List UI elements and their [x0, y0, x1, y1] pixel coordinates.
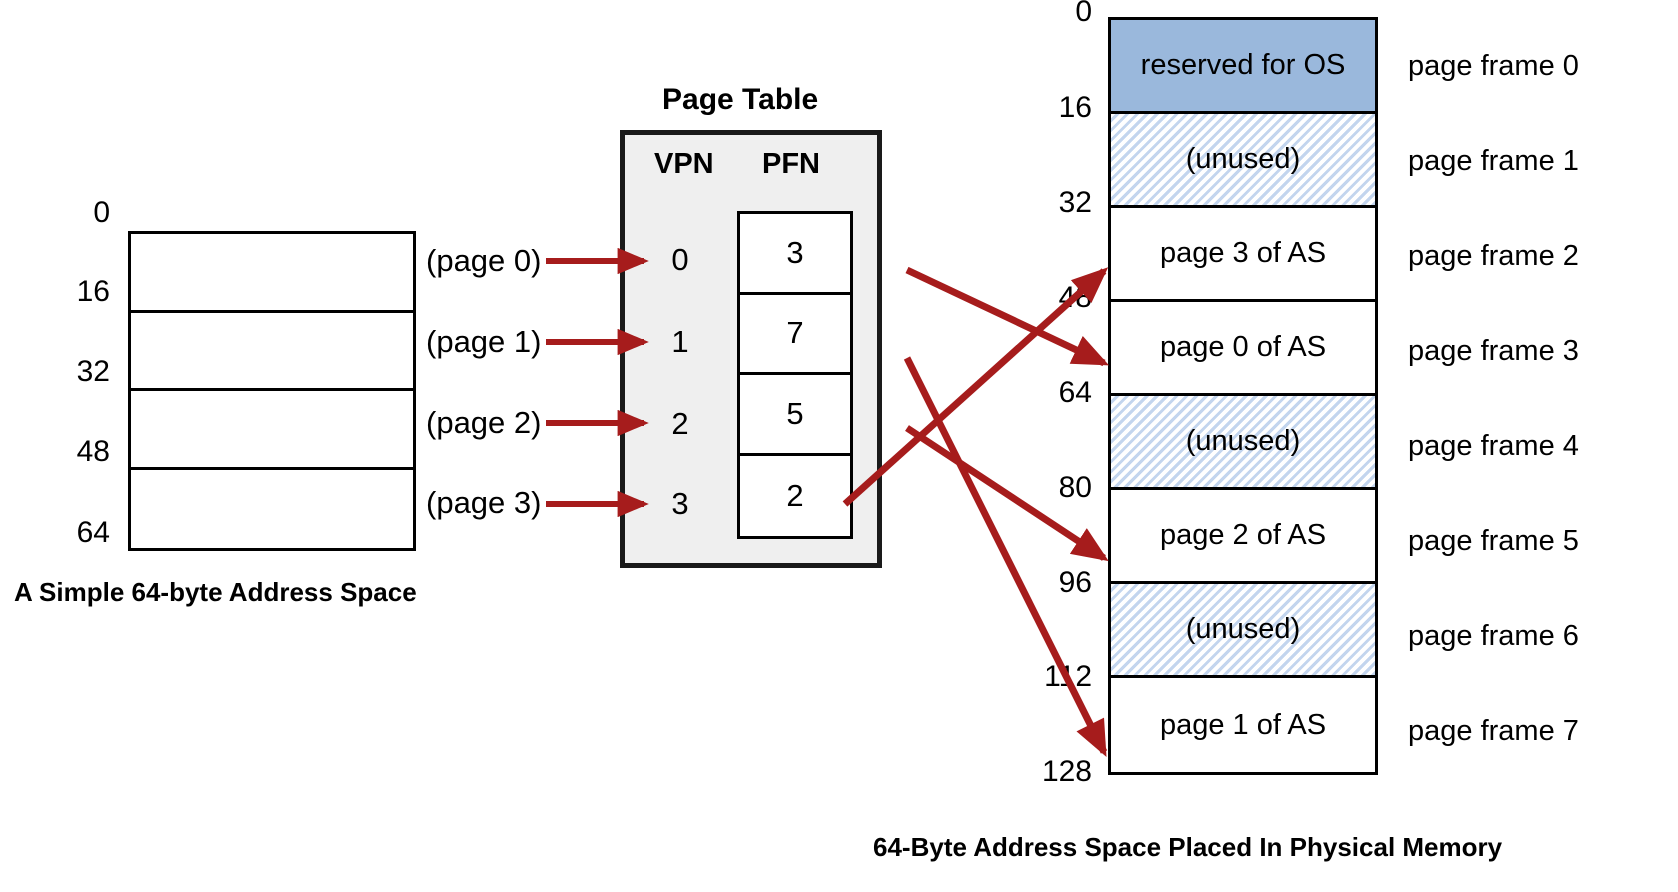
page-frame-1-label: page frame 1 — [1408, 145, 1579, 177]
physical-memory-box: reserved for OS (unused) page 3 of AS pa… — [1108, 17, 1378, 775]
page-2-label: (page 2) — [426, 405, 542, 440]
address-space-page-row — [131, 470, 413, 549]
as-offset-64: 64 — [76, 516, 110, 549]
physical-memory-frame-4: (unused) — [1111, 396, 1375, 490]
pm-offset-64: 64 — [1058, 376, 1092, 409]
page-frame-4-label: page frame 4 — [1408, 430, 1579, 462]
address-space-page-row — [131, 234, 413, 313]
page-3-label: (page 3) — [426, 485, 542, 520]
pm-offset-48: 48 — [1058, 281, 1092, 314]
as-offset-0: 0 — [93, 196, 110, 229]
pm-offset-80: 80 — [1058, 471, 1092, 504]
page-frame-7-label: page frame 7 — [1408, 715, 1579, 747]
physical-memory-frame-3: page 0 of AS — [1111, 302, 1375, 396]
page-table-vpn-3: 3 — [671, 486, 689, 521]
pm-offset-112: 112 — [1044, 660, 1092, 693]
page-table-pfn-header: PFN — [762, 148, 820, 180]
address-space-caption: A Simple 64-byte Address Space — [14, 577, 417, 607]
page-1-label: (page 1) — [426, 324, 542, 359]
pm-offset-16: 16 — [1058, 91, 1092, 124]
page-frame-3-label: page frame 3 — [1408, 335, 1579, 367]
page-table-vpn-header: VPN — [654, 148, 714, 180]
pm-offset-0: 0 — [1075, 0, 1092, 28]
pm-offset-32: 32 — [1058, 186, 1092, 219]
physical-memory-frame-2: page 3 of AS — [1111, 208, 1375, 302]
page-table-vpn-0: 0 — [671, 242, 689, 277]
page-frame-0-label: page frame 0 — [1408, 50, 1579, 82]
address-space-box — [128, 231, 416, 551]
address-space-page-row — [131, 313, 413, 391]
page-table-vpn-2: 2 — [671, 406, 689, 441]
pm-offset-96: 96 — [1058, 566, 1092, 599]
physical-memory-frame-0: reserved for OS — [1111, 20, 1375, 114]
physical-memory-frame-7: page 1 of AS — [1111, 678, 1375, 772]
as-offset-32: 32 — [76, 355, 110, 388]
physical-memory-caption: 64-Byte Address Space Placed In Physical… — [873, 832, 1503, 862]
page-table-pfn-cell-0: 3 — [740, 214, 850, 295]
page-frame-2-label: page frame 2 — [1408, 240, 1579, 272]
page-table-pfn-cell-2: 5 — [740, 375, 850, 456]
page-table-pfn-column: 3 7 5 2 — [737, 211, 853, 539]
physical-memory-frame-6: (unused) — [1111, 584, 1375, 678]
page-table-pfn-cell-1: 7 — [740, 294, 850, 375]
pm-offset-128: 128 — [1041, 755, 1092, 788]
address-space-page-row — [131, 391, 413, 470]
physical-memory-frame-5: page 2 of AS — [1111, 490, 1375, 584]
as-offset-48: 48 — [76, 435, 110, 468]
page-frame-6-label: page frame 6 — [1408, 620, 1579, 652]
page-table-title: Page Table — [662, 83, 819, 116]
page-table-pfn-cell-3: 2 — [740, 455, 850, 536]
as-offset-16: 16 — [76, 275, 110, 308]
physical-memory-frame-1: (unused) — [1111, 114, 1375, 208]
page-frame-5-label: page frame 5 — [1408, 525, 1579, 557]
page-0-label: (page 0) — [426, 243, 542, 278]
page-table-vpn-1: 1 — [671, 324, 689, 359]
